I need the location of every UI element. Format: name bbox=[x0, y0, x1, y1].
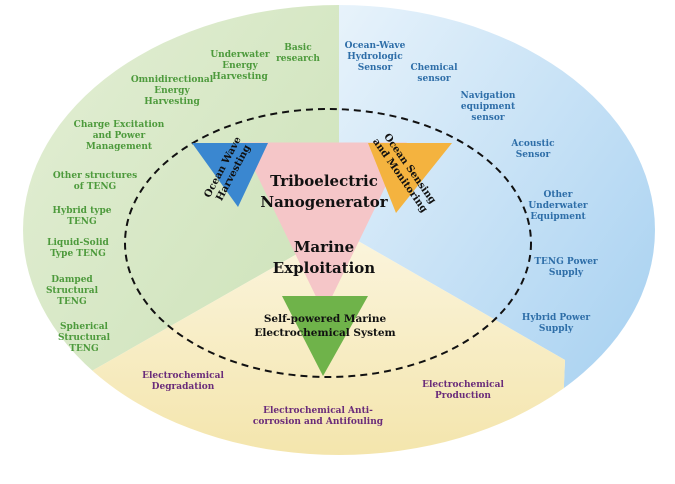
electrochemical-label-line1: Self-powered Marine bbox=[264, 313, 387, 325]
left-item-8-line: TENG bbox=[57, 297, 86, 307]
bottom-item-2: Electrochemical Anti-corrosion and Antif… bbox=[253, 406, 384, 427]
right-item-7-line: Hybrid Power bbox=[522, 313, 591, 323]
right-item-3-line: sensor bbox=[471, 113, 504, 123]
right-item-5-line: Equipment bbox=[530, 212, 586, 222]
left-item-9-line: Structural bbox=[58, 333, 111, 343]
right-item-7-line: Supply bbox=[539, 324, 574, 334]
right-item-6-line: TENG Power bbox=[534, 257, 598, 267]
right-item-4-line: Acoustic bbox=[510, 139, 555, 149]
left-item-4-line: Charge Excitation bbox=[74, 120, 165, 130]
left-item-6-line: Hybrid type bbox=[52, 206, 111, 216]
bottom-item-2-line: corrosion and Antifouling bbox=[253, 417, 384, 427]
left-item-8-line: Structural bbox=[46, 286, 99, 296]
bottom-item-3-line: Production bbox=[435, 391, 491, 401]
left-item-6-line: TENG bbox=[67, 217, 96, 227]
bottom-item-1-line: Degradation bbox=[152, 382, 215, 392]
right-item-1-line: Hydrologic bbox=[347, 52, 403, 62]
bottom-item-1-line: Electrochemical bbox=[142, 371, 224, 381]
left-item-9-line: Spherical bbox=[60, 322, 109, 332]
right-item-5-line: Underwater bbox=[528, 201, 588, 211]
left-item-5-line: Other structures bbox=[53, 171, 137, 181]
electrochemical-triangle bbox=[282, 296, 368, 376]
ocean-wave-triangle bbox=[192, 143, 268, 207]
ocean-sensing-triangle bbox=[368, 143, 452, 213]
left-item-3-line: Harvesting bbox=[144, 97, 200, 107]
center-triangle bbox=[241, 142, 407, 314]
left-item-4-line: and Power bbox=[93, 131, 146, 141]
dashed-inner-ellipse bbox=[124, 108, 532, 378]
right-item-3-line: equipment bbox=[461, 102, 516, 112]
right-item-1-line: Ocean-Wave bbox=[345, 41, 406, 51]
blue-sector bbox=[339, 5, 655, 455]
center-title-line4: Exploitation bbox=[273, 259, 376, 277]
left-item-9-line: TENG bbox=[69, 344, 98, 354]
green-sector bbox=[23, 5, 339, 455]
center-title-line3: Marine bbox=[294, 238, 354, 256]
right-item-1-line: Sensor bbox=[358, 63, 393, 73]
left-item-3-line: Energy bbox=[154, 86, 190, 96]
right-item-5-line: Other bbox=[543, 190, 572, 200]
bottom-item-3-line: Electrochemical bbox=[422, 380, 504, 390]
left-item-4-line: Management bbox=[86, 142, 153, 152]
left-item-1-line: research bbox=[276, 54, 320, 64]
left-item-1-line: Basic bbox=[284, 43, 312, 53]
left-item-5-line: of TENG bbox=[74, 182, 116, 192]
right-item-3-line: Navigation bbox=[461, 91, 516, 101]
right-item-6-line: Supply bbox=[549, 268, 584, 278]
center-title-line2: Nanogenerator bbox=[260, 193, 388, 211]
right-item-2-line: Chemical bbox=[410, 63, 458, 73]
left-item-2-line: Harvesting bbox=[212, 72, 268, 82]
left-item-7-line: Type TENG bbox=[50, 249, 106, 259]
left-item-7-line: Liquid-Solid bbox=[47, 238, 109, 248]
left-item-2-line: Energy bbox=[222, 61, 258, 71]
bottom-item-2-line: Electrochemical Anti- bbox=[263, 406, 373, 416]
yellow-sector bbox=[60, 230, 565, 455]
right-item-4-line: Sensor bbox=[516, 150, 551, 160]
center-title-line1: Triboelectric bbox=[270, 172, 378, 190]
electrochemical-label-line2: Electrochemical System bbox=[254, 327, 395, 339]
left-item-8-line: Damped bbox=[51, 275, 93, 285]
left-item-3-line: Omnidirectional bbox=[131, 75, 214, 85]
right-item-2-line: sensor bbox=[417, 74, 450, 84]
left-item-2-line: Underwater bbox=[210, 50, 270, 60]
